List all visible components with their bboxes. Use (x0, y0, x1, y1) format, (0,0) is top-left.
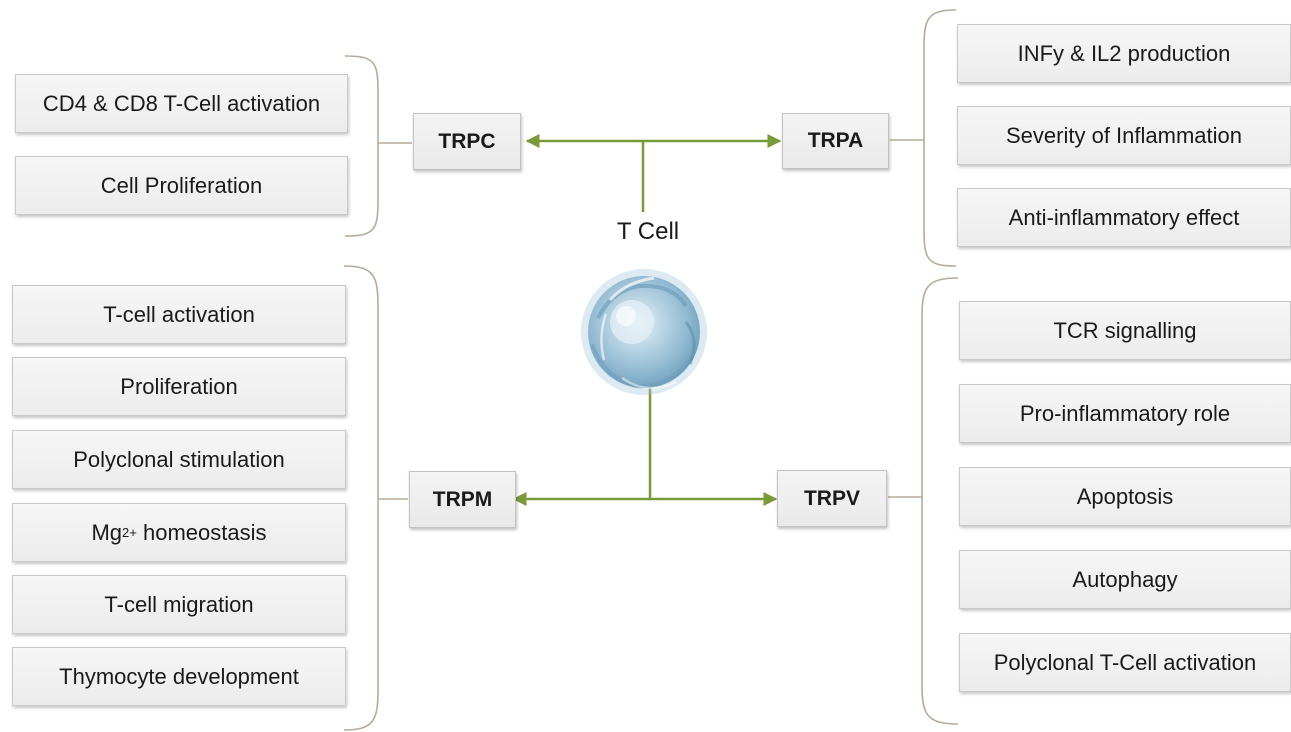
mg-charge-superscript: 2+ (122, 525, 137, 540)
trpa-box: TRPA (782, 113, 889, 169)
trpm-effect-box: Thymocyte development (12, 647, 346, 706)
t-cell-illustration (581, 269, 707, 395)
trpc-bracket (344, 55, 379, 237)
trpv-effect-box: Apoptosis (959, 467, 1291, 526)
trpm-effect-box: T-cell activation (12, 285, 346, 344)
trpv-box: TRPV (777, 470, 887, 527)
trpv-bracket (921, 277, 959, 725)
trpc-box: TRPC (413, 113, 521, 170)
trpc-effect-box: CD4 & CD8 T-Cell activation (15, 74, 348, 133)
trpv-effect-box: Pro-inflammatory role (959, 384, 1291, 443)
trpv-effect-box: Autophagy (959, 550, 1291, 609)
trpa-effect-box: Anti-inflammatory effect (957, 188, 1291, 247)
trpm-effect-box: Proliferation (12, 357, 346, 416)
trpc-effect-box: Cell Proliferation (15, 156, 348, 215)
trpm-effect-box: T-cell migration (12, 575, 346, 634)
trpa-effect-box: Severity of Inflammation (957, 106, 1291, 165)
trpm-bracket (343, 265, 379, 731)
mg-rest-text: homeostasis (136, 519, 267, 545)
trpv-effect-box: TCR signalling (959, 301, 1291, 360)
trpm-box: TRPM (409, 471, 516, 528)
t-cell-label: T Cell (616, 218, 680, 245)
trpa-effect-box: INFy & IL2 production (957, 24, 1291, 83)
trpm-effect-box: Polyclonal stimulation (12, 430, 346, 489)
trpv-effect-box: Polyclonal T-Cell activation (959, 633, 1291, 692)
trpa-bracket (923, 9, 957, 267)
mg-base-text: Mg (91, 519, 123, 545)
